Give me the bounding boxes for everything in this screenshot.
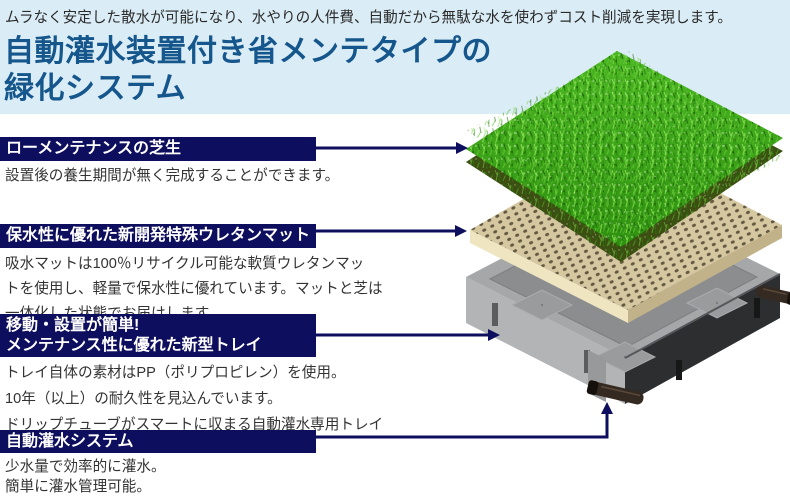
section-body-irrigation: 少水量で効率的に灌水。 簡単に灌水管理可能。 [5,457,166,497]
tray-right-wall [625,274,780,404]
heading-text: 自動灌水システム [6,432,134,450]
layers-diagram [466,51,790,405]
page-title-line-2: 緑化システム [4,72,187,105]
body-line: 簡単に灌水管理可能。 [5,479,151,495]
heading-text: ローメンテナンスの芝生 [6,140,182,158]
body-line: 10年（以上）の耐久性を見込んでいます。 [5,391,282,407]
section-heading-irrigation: 自動灌水システム [0,430,316,453]
section-heading-tray: 移動・設置が簡単! メンテナンス性に優れた新型トレイ [0,314,316,357]
section-heading-turf: ローメンテナンスの芝生 [0,137,316,161]
section-heading-mat: 保水性に優れた新開発特殊ウレタンマット [0,224,316,248]
page-title-line-1: 自動灌水装置付き省メンテタイプの [4,35,492,68]
heading-text: 保水性に優れた新開発特殊ウレタンマット [6,227,311,245]
section-body-turf: 設置後の養生期間が無く完成することができます。 [5,166,339,186]
tray-clips [492,298,760,380]
body-line: 少水量で効率的に灌水。 [5,459,166,475]
body-line: 吸水マットは100％リサイクル可能な軟質ウレタンマッ [5,256,365,272]
intro-text: ムラなく安定した散水が可能になり、水やりの人件費、自動だから無駄な水を使わずコス… [5,10,732,26]
heading-text: 移動・設置が簡単! [6,317,140,334]
page-title: 自動灌水装置付き省メンテタイプの 緑化システム [4,33,492,107]
drip-tube-front [586,380,644,405]
drip-tube-right [756,285,790,306]
heading-text: メンテナンス性に優れた新型トレイ [6,336,262,354]
turf-layer [466,51,784,262]
section-body-tray: トレイ自体の素材はPP（ポリプロピレン）を使用。 10年（以上）の耐久性を見込ん… [5,360,383,438]
mat-right-side [628,225,782,323]
body-line: トレイ自体の素材はPP（ポリプロピレン）を使用。 [5,365,346,381]
body-line: 設置後の養生期間が無く完成することができます。 [5,168,340,184]
body-line: ドリップチューブがスマートに収まる自動灌水専用トレイ [5,417,384,433]
body-line: トを使用し、軽量で保水性に優れています。マットと芝は [5,281,383,297]
mat-left-side [470,230,628,323]
